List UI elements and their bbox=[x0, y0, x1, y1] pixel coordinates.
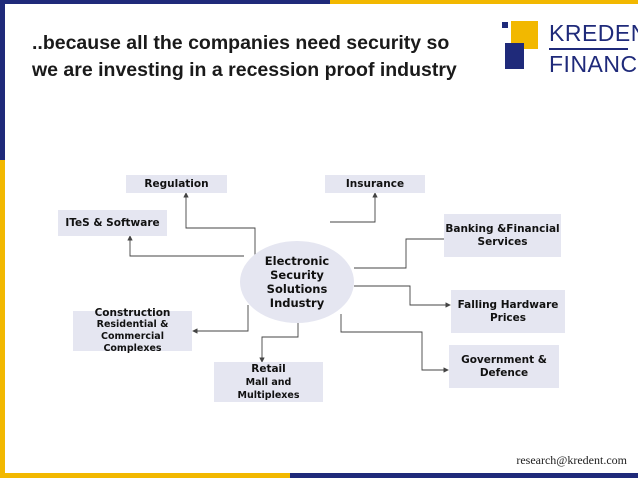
node-retail: Retail Mall and Multiplexes bbox=[214, 362, 323, 402]
logo-word-finance: FINANCE bbox=[549, 51, 638, 77]
connector-regulation bbox=[183, 192, 256, 258]
connector-construction bbox=[192, 305, 249, 334]
node-hardware: Falling Hardware Prices bbox=[451, 290, 565, 333]
node-construction-line-2: Residential & bbox=[96, 319, 169, 330]
logo-mark-small bbox=[502, 22, 508, 28]
node-ites: ITeS & Software bbox=[58, 210, 167, 236]
node-regulation-label: Regulation bbox=[144, 177, 209, 190]
kredent-logo: KREDENT FINANCE bbox=[500, 18, 638, 78]
top-accent-bar bbox=[0, 0, 638, 4]
connector-insurance bbox=[330, 192, 378, 223]
center-node-line-4: Industry bbox=[269, 296, 325, 310]
logo-word-kredent: KREDENT bbox=[549, 20, 638, 46]
node-insurance-label: Insurance bbox=[345, 177, 405, 190]
footer-email: research@kredent.com bbox=[516, 453, 627, 467]
slide-title-line-1: ..because all the companies need securit… bbox=[32, 32, 450, 54]
left-accent-bar bbox=[0, 0, 5, 478]
node-banking: Banking &Financial Services bbox=[444, 214, 561, 257]
node-insurance: Insurance bbox=[325, 175, 425, 193]
connector-banking bbox=[354, 238, 444, 269]
node-regulation: Regulation bbox=[126, 175, 227, 193]
connector-retail bbox=[259, 323, 299, 363]
node-government: Government & Defence bbox=[449, 345, 559, 388]
node-banking-line-1: Banking &Financial bbox=[445, 222, 560, 235]
node-government-line-1: Government & bbox=[461, 353, 547, 366]
center-node-line-2: Security bbox=[270, 268, 324, 282]
logo-mark-navy bbox=[505, 43, 524, 69]
center-node-line-1: Electronic bbox=[264, 254, 330, 268]
node-construction: Construction Residential & Commercial Co… bbox=[73, 307, 192, 354]
connector-government bbox=[340, 314, 449, 373]
connector-ites bbox=[127, 235, 244, 257]
node-government-line-2: Defence bbox=[479, 366, 529, 379]
connector-hardware bbox=[354, 285, 451, 308]
node-retail-line-2: Mall and Multiplexes bbox=[237, 376, 300, 401]
node-retail-line-1: Retail bbox=[251, 362, 286, 375]
node-construction-line-3: Commercial Complexes bbox=[101, 331, 164, 354]
node-hardware-line-2: Prices bbox=[489, 311, 527, 324]
center-node-line-3: Solutions bbox=[266, 282, 328, 296]
node-banking-line-2: Services bbox=[477, 235, 528, 248]
node-ites-label: ITeS & Software bbox=[65, 216, 160, 229]
logo-divider bbox=[549, 48, 628, 50]
node-construction-line-1: Construction bbox=[94, 307, 171, 319]
slide-title: ..because all the companies need securit… bbox=[32, 30, 482, 84]
node-hardware-line-1: Falling Hardware bbox=[457, 298, 559, 311]
center-node: Electronic Security Solutions Industry bbox=[240, 241, 354, 323]
slide-title-line-2: we are investing in a recession proof in… bbox=[32, 59, 457, 81]
bottom-accent-bar bbox=[0, 473, 638, 478]
